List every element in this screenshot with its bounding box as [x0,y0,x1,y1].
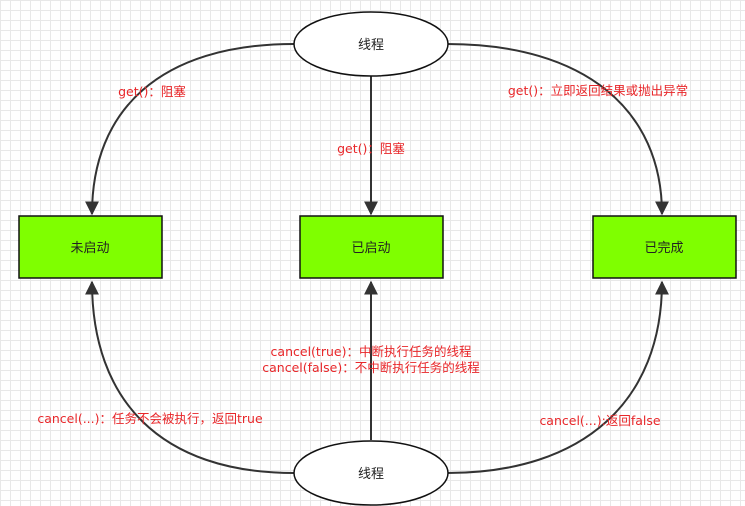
edge-top-to-not-started [85,43,295,216]
state-not-started-label: 未启动 [70,241,109,256]
edge-bottom-to-completed [446,280,669,474]
edge-label-bottom-to-completed: cancel(...):返回false [539,413,660,428]
edge-label-top-to-not-started: get()：阻塞 [118,84,186,99]
thread-top-node: 线程 [293,11,449,77]
edge-label-top-to-started: get()：阻塞 [337,141,405,156]
state-started-label: 已启动 [351,241,390,256]
state-completed: 已完成 [592,215,737,279]
edge-bottom-to-not-started [85,280,295,474]
edge-label-bottom-to-started-line1: cancel(true)：中断执行任务的线程 [271,344,472,359]
thread-bottom-label: 线程 [358,467,384,482]
edge-label-bottom-to-not-started: cancel(...)：任务不会被执行，返回true [37,411,263,426]
thread-top-label: 线程 [358,38,384,53]
thread-bottom-node: 线程 [293,440,449,506]
state-not-started: 未启动 [18,215,163,279]
state-completed-label: 已完成 [644,241,683,256]
edge-label-bottom-to-started-line2: cancel(false)：不中断执行任务的线程 [262,360,480,375]
edge-top-to-completed [446,43,669,216]
edge-label-top-to-completed: get()：立即返回结果或抛出异常 [508,83,688,98]
state-started: 已启动 [299,215,444,279]
